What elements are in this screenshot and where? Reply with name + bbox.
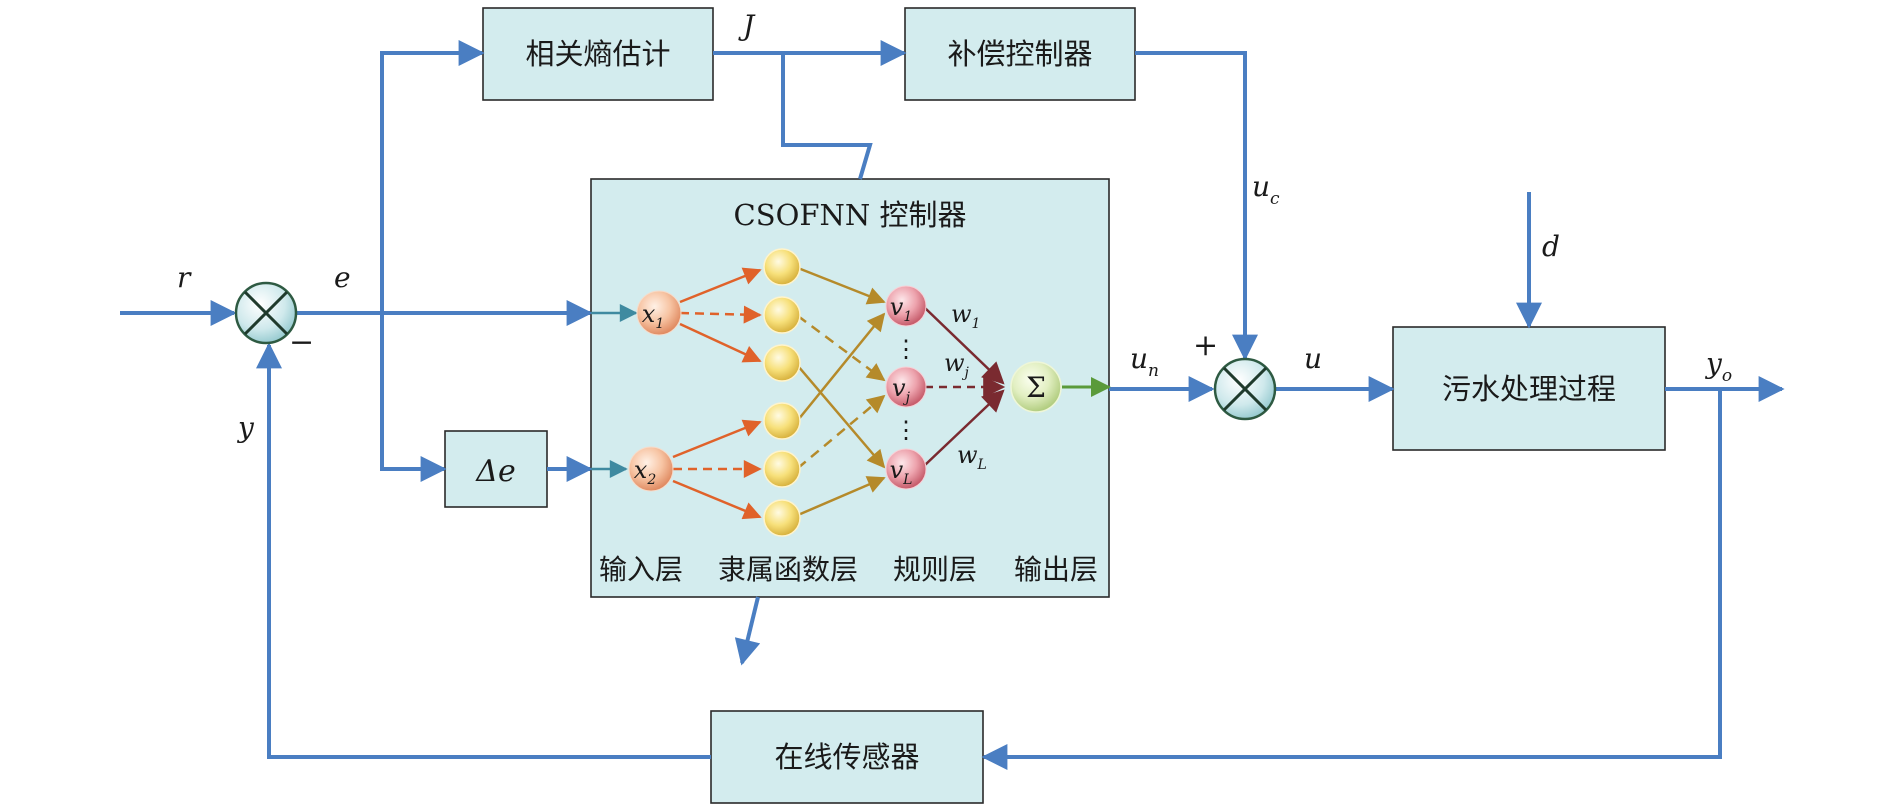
rule-ellipsis-top: ⋮	[894, 335, 918, 363]
r-label: r	[177, 261, 192, 294]
layer-label-membership: 隶属函数层	[718, 553, 858, 586]
svg-text:v1: v1	[890, 293, 912, 325]
svg-text:vj: vj	[892, 374, 911, 406]
svg-text:x1: x1	[642, 300, 664, 332]
fuzzy-neural-network: x1 x2 v1 ⋮ vj ⋮ vL w1	[591, 248, 1111, 586]
layer-label-rule: 规则层	[893, 553, 977, 586]
membership-node	[763, 344, 801, 382]
output-sum-node: Σ	[1010, 361, 1062, 413]
signal-wires	[120, 40, 1785, 770]
svg-text:vL: vL	[890, 456, 913, 488]
compensation-controller-label: 补偿控制器	[947, 37, 1092, 71]
rule-node-vL: vL	[885, 448, 927, 490]
uc-wire	[1135, 51, 1258, 361]
output-summing-junction	[1213, 357, 1277, 421]
wastewater-process-block: 污水处理过程	[1392, 326, 1666, 451]
rule-node-v1: v1	[885, 285, 927, 327]
online-sensor-block: 在线传感器	[710, 710, 984, 804]
correntropy-estimator-block: 相关熵估计	[482, 7, 714, 101]
e-to-estimator-wire	[380, 40, 485, 313]
membership-node	[763, 248, 801, 286]
rule-node-vj: vj	[885, 366, 927, 408]
membership-node	[763, 499, 801, 537]
weight-w1-label: w1	[951, 300, 980, 332]
delta-e-label: Δe	[475, 454, 515, 489]
membership-node	[763, 450, 801, 488]
membership-node	[763, 402, 801, 440]
J-to-controller-wire	[781, 53, 873, 180]
input-summing-junction	[234, 281, 298, 345]
u-label: u	[1304, 342, 1322, 375]
compensation-controller-block: 补偿控制器	[904, 7, 1136, 101]
input-node-x2: x2	[628, 446, 674, 492]
svg-text:x2: x2	[634, 456, 657, 488]
y-label: y	[236, 411, 255, 444]
yo-label: yo	[1704, 347, 1732, 386]
minus-sign: −	[289, 325, 314, 360]
d-label: d	[1542, 230, 1560, 263]
membership-node	[763, 296, 801, 334]
membership-nodes	[763, 248, 801, 537]
yo-to-sensor-wire	[981, 389, 1722, 770]
J-label: J	[738, 9, 756, 42]
weight-wL-label: wL	[957, 441, 987, 473]
csofnn-controller-title: CSOFNN 控制器	[734, 198, 967, 232]
e-to-delta-wire	[380, 313, 447, 482]
delta-e-block: Δe	[444, 430, 548, 508]
sigma-symbol: Σ	[1026, 371, 1046, 404]
rule-ellipsis-bottom: ⋮	[894, 416, 918, 444]
adaptation-output-arrow	[734, 596, 761, 666]
layer-label-output: 输出层	[1014, 553, 1098, 586]
weight-wj-label: wj	[944, 349, 970, 381]
membership-to-rule-arrows	[797, 266, 886, 517]
layer-label-input: 输入层	[599, 553, 683, 586]
wastewater-process-label: 污水处理过程	[1442, 372, 1616, 406]
online-sensor-label: 在线传感器	[774, 740, 919, 774]
input-to-membership-arrows	[672, 267, 762, 520]
e-label: e	[334, 261, 351, 294]
rule-to-output-arrows	[924, 307, 1006, 466]
correntropy-estimator-label: 相关熵估计	[525, 37, 670, 71]
y-feedback-wire	[256, 342, 711, 759]
signal-labels: r e − y J uc un + u d yo	[177, 9, 1732, 444]
plus-sign: +	[1193, 328, 1218, 363]
un-label: un	[1130, 342, 1159, 381]
uc-label: uc	[1252, 170, 1280, 209]
input-node-x1: x1	[636, 290, 682, 336]
